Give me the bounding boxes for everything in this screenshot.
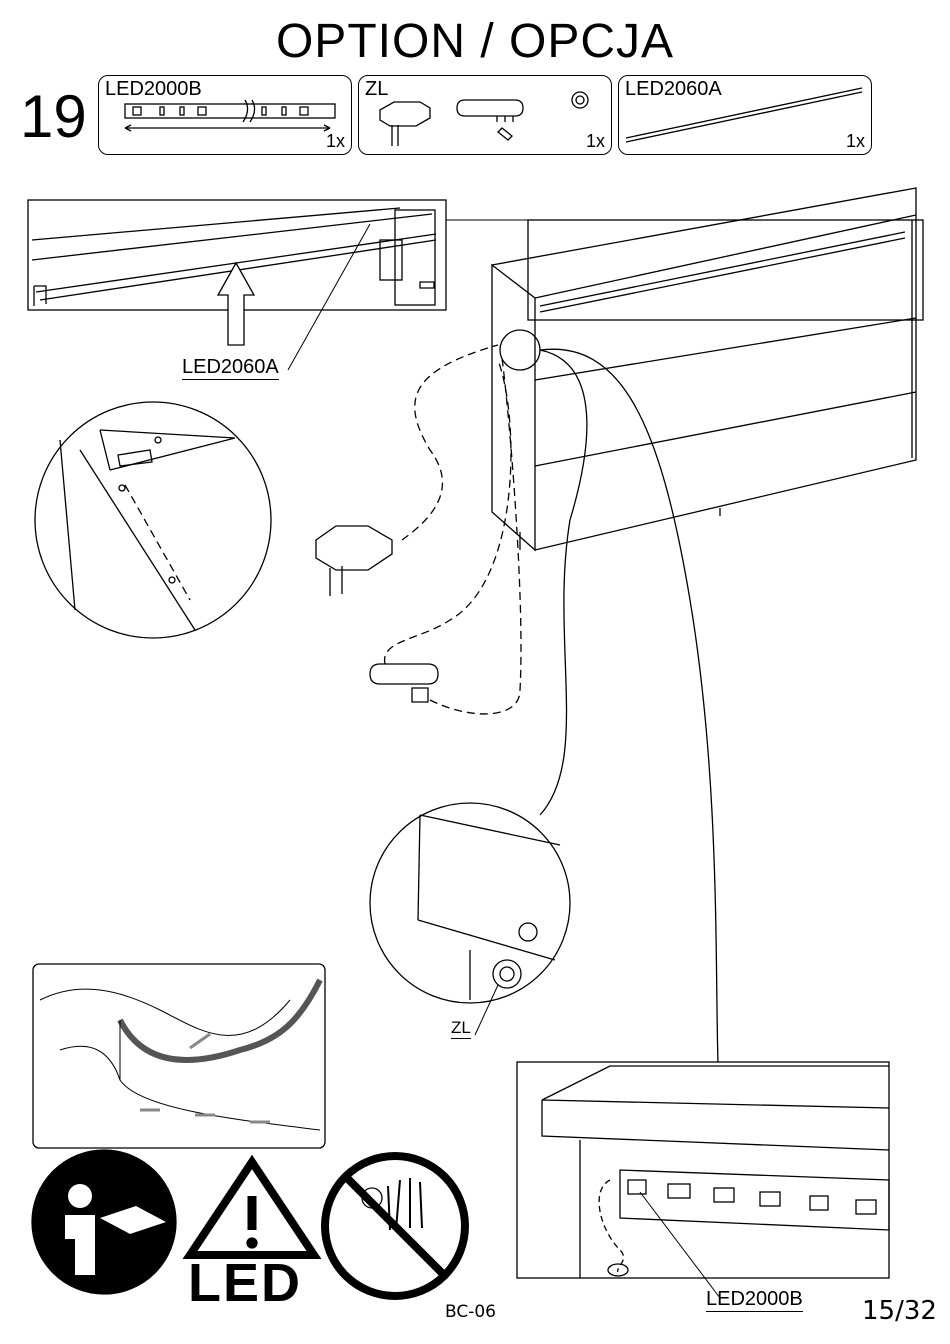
callout-led-strip: LED2000B [706, 1288, 803, 1312]
strip-detail [517, 1062, 889, 1298]
corner-detail [35, 402, 271, 638]
connector-part-icons [380, 92, 588, 146]
top-profile-detail [28, 200, 446, 345]
power-supply-drawing [316, 526, 392, 596]
model-code: BC-06 [445, 1302, 496, 1322]
led-profile-part-icon [626, 88, 862, 142]
no-children-icon [325, 1156, 465, 1296]
cabinet-drawing [492, 188, 923, 550]
led-warning-text: LED [188, 1252, 302, 1314]
callout-led-profile: LED2060A [182, 356, 279, 380]
page-number: 15/32 [862, 1296, 937, 1326]
callout-pin: ZL [451, 1018, 471, 1039]
warning-triangle-icon [190, 1162, 314, 1255]
led-strip-part-icon [125, 100, 335, 131]
hand-detail [33, 964, 325, 1148]
pin-detail [370, 803, 570, 1035]
read-instructions-icon [32, 1150, 176, 1294]
hub-drawing [370, 664, 438, 702]
